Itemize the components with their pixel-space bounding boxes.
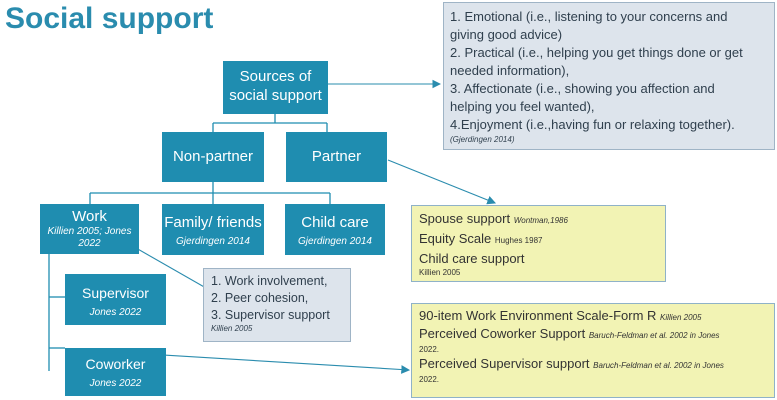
node-sources-line1: Sources of xyxy=(239,68,312,85)
partner-scale-item: Equity Scale Hughes 1987 xyxy=(419,231,543,246)
node-supervisor-label: Supervisor xyxy=(82,285,149,301)
node-nonpartner: Non-partner xyxy=(162,132,264,182)
node-nonpartner-label: Non-partner xyxy=(172,148,254,165)
node-work: Work Killien 2005; Jones 2022 xyxy=(40,204,139,254)
arrow-to-work-scales xyxy=(135,247,214,293)
node-sources: Sources of social support xyxy=(223,61,328,114)
workplace-scales-box: 90-item Work Environment Scale-Form R Ki… xyxy=(411,303,775,398)
node-work-cite2: 2022 xyxy=(78,238,101,249)
node-partner-label: Partner xyxy=(311,148,362,165)
partner-scale-item: Spouse support Wontman,1986 xyxy=(419,211,568,226)
node-supervisor: Supervisor Jones 2022 xyxy=(65,274,166,325)
support-types-box: 1. Emotional (i.e., listening to your co… xyxy=(443,2,775,150)
work-scale-item: 3. Supervisor support xyxy=(211,308,330,322)
node-coworker-label: Coworker xyxy=(85,356,146,372)
arrow-to-partner-scales xyxy=(387,159,497,205)
node-supervisor-cite: Jones 2022 xyxy=(89,307,142,318)
node-partner: Partner xyxy=(286,132,387,182)
node-coworker: Coworker Jones 2022 xyxy=(65,348,166,396)
node-family: Family/ friends Gjerdingen 2014 xyxy=(162,204,264,255)
work-scales-box: 1. Work involvement, 2. Peer cohesion, 3… xyxy=(203,268,351,342)
node-sources-line2: social support xyxy=(229,87,322,104)
node-work-cite1: Killien 2005; Jones xyxy=(47,226,132,237)
support-type-line: helping you feel wanted), xyxy=(450,99,595,114)
node-family-cite: Gjerdingen 2014 xyxy=(176,236,250,247)
node-family-label: Family/ friends xyxy=(164,214,262,231)
work-scale-item: 1. Work involvement, xyxy=(211,274,328,288)
support-type-line: needed information), xyxy=(450,63,570,78)
support-type-line: 3. Affectionate (i.e., showing you affec… xyxy=(450,81,715,96)
work-scales-cite: Killien 2005 xyxy=(211,324,253,333)
partner-scales-box: Spouse support Wontman,1986 Equity Scale… xyxy=(411,205,666,282)
node-work-label: Work xyxy=(72,208,107,225)
node-coworker-cite: Jones 2022 xyxy=(89,378,142,389)
work-scale-item: 2. Peer cohesion, xyxy=(211,291,309,305)
workplace-scale-line: 90-item Work Environment Scale-Form R Ki… xyxy=(419,308,702,323)
workplace-scale-line: Perceived Supervisor support Baruch-Feld… xyxy=(419,356,724,371)
workplace-scale-line: 2022. xyxy=(419,375,440,384)
page-title: Social support xyxy=(5,2,214,35)
support-type-line: 2. Practical (i.e., helping you get thin… xyxy=(450,45,743,60)
partner-scale-item: Child care support xyxy=(419,251,525,266)
workplace-scale-line: 2022. xyxy=(419,345,440,354)
support-type-line: 1. Emotional (i.e., listening to your co… xyxy=(450,9,728,24)
node-childcare: Child care Gjerdingen 2014 xyxy=(285,204,385,255)
support-type-line: giving good advice) xyxy=(450,27,563,42)
support-type-line: 4.Enjoyment (i.e.,having fun or relaxing… xyxy=(450,117,735,132)
node-childcare-cite: Gjerdingen 2014 xyxy=(298,236,372,247)
workplace-scale-line: Perceived Coworker Support Baruch-Feldma… xyxy=(419,326,720,341)
node-childcare-label: Child care xyxy=(301,214,369,231)
support-types-cite: (Gjerdingen 2014) xyxy=(450,135,515,144)
partner-scales-cite: Killien 2005 xyxy=(419,268,461,277)
